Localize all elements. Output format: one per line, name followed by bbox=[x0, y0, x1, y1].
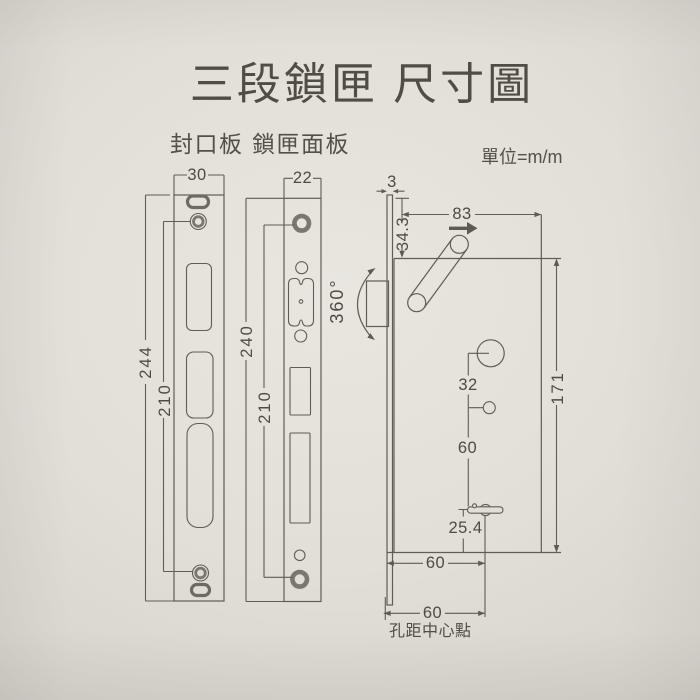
face-plate-label: 鎖匣面板 bbox=[252, 131, 350, 157]
dim-strike-plate-length: 244 bbox=[136, 345, 155, 379]
face-plate-slot-2 bbox=[289, 432, 311, 524]
strike-plate-bottom-screw-hole bbox=[191, 564, 210, 582]
strike-plate-top-screw-hole bbox=[189, 212, 207, 231]
dim-faceplate-thickness: 3 bbox=[387, 172, 397, 191]
lever-direction-arrow bbox=[449, 222, 478, 235]
strike-plate-label: 封口板 bbox=[170, 131, 244, 157]
face-plate-hole-3 bbox=[293, 549, 306, 562]
strike-plate-slot-2 bbox=[185, 351, 214, 419]
hole-center-note: 孔距中心點 bbox=[389, 623, 472, 640]
strike-plate-bottom-oval-slot bbox=[189, 582, 212, 598]
dim-face-plate-length: 240 bbox=[237, 324, 256, 358]
dim-cylinder-to-keyhole: 60 bbox=[457, 438, 478, 457]
dim-latch-rotation: 360° bbox=[327, 278, 347, 324]
face-plate-hole-2 bbox=[294, 329, 308, 343]
dim-top-to-spindle: 34.3 bbox=[393, 216, 412, 252]
dim-backset-upper: 60 bbox=[425, 553, 446, 572]
face-plate-dimension-lines bbox=[245, 177, 322, 603]
lock-faceplate-strip bbox=[386, 194, 394, 606]
cylinder-hole bbox=[482, 401, 496, 415]
handle-lever bbox=[407, 234, 469, 313]
dim-strike-plate-width: 30 bbox=[187, 165, 207, 184]
dim-face-plate-width: 22 bbox=[292, 168, 313, 187]
keyhole bbox=[466, 503, 504, 517]
face-plate-deadbolt-cutout bbox=[287, 277, 315, 327]
dim-face-plate-screw-span: 210 bbox=[255, 390, 274, 424]
page-title: 三段鎖匣 尺寸圖 bbox=[189, 60, 535, 109]
face-plate-bottom-screw-hole bbox=[290, 569, 310, 589]
latch-rotation-arc bbox=[356, 268, 376, 340]
latch-bolt bbox=[365, 280, 390, 328]
dim-spindle-to-cylinder: 32 bbox=[458, 375, 478, 394]
face-plate-pin-hole bbox=[298, 299, 304, 304]
lock-body-dimension-lines bbox=[376, 189, 560, 620]
strike-plate-slot-1 bbox=[185, 262, 213, 332]
face-plate-slot-1 bbox=[289, 366, 312, 416]
face-plate-outline bbox=[283, 197, 322, 603]
strike-plate-slot-3 bbox=[186, 422, 214, 529]
face-plate-top-screw-hole bbox=[292, 213, 312, 233]
dim-keyhole-to-bottom: 25.4 bbox=[448, 518, 483, 537]
face-plate-hole-1 bbox=[295, 261, 309, 275]
dim-backset-lower: 60 bbox=[422, 603, 443, 622]
dim-body-height: 171 bbox=[548, 371, 567, 405]
dim-body-width: 83 bbox=[452, 204, 472, 223]
dim-strike-plate-screw-span: 210 bbox=[155, 383, 174, 417]
strike-plate-top-oval-slot bbox=[185, 194, 211, 210]
lock-body-outline bbox=[356, 194, 561, 606]
unit-note: 單位=m/m bbox=[481, 147, 563, 167]
strike-plate-outline bbox=[173, 194, 225, 602]
strike-plate-dimension-lines bbox=[144, 174, 225, 602]
